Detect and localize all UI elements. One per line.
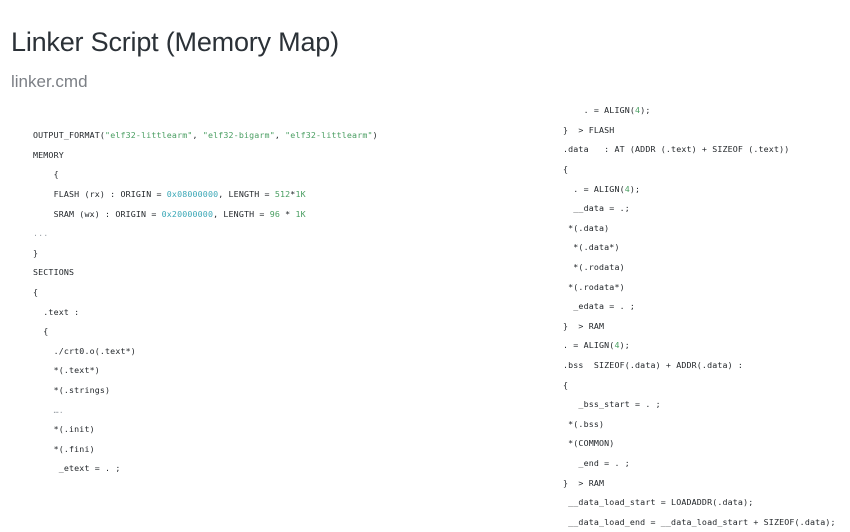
code-line: *(.data*)	[563, 242, 620, 253]
code-line: *(.fini)	[33, 443, 95, 454]
code-line: *(.text*)	[33, 365, 100, 376]
code-line: {	[33, 169, 59, 180]
code-line: *(.init)	[33, 424, 95, 435]
code-line: . = ALIGN(4);	[563, 183, 641, 194]
linker-script-left-column: OUTPUT_FORMAT("elf32-littlearm", "elf32-…	[33, 126, 378, 479]
code-line: .text :	[33, 306, 80, 317]
code-line: {	[563, 379, 569, 390]
code-line: SRAM (wx) : ORIGIN = 0x20000000, LENGTH …	[33, 208, 306, 219]
code-line: ./crt0.o(.text*)	[33, 345, 136, 356]
code-line: _end = . ;	[563, 457, 630, 468]
code-line: {	[33, 326, 49, 337]
linker-script-right-column: . = ALIGN(4); } > FLASH .data : AT (ADDR (…	[563, 101, 836, 532]
code-line: _edata = . ;	[563, 301, 636, 312]
code-line: MEMORY	[33, 149, 64, 160]
code-line: *(.rodata)	[563, 262, 625, 273]
code-line: __data_load_start = LOADADDR(.data);	[563, 497, 754, 508]
code-line: FLASH (rx) : ORIGIN = 0x08000000, LENGTH…	[33, 189, 306, 200]
code-line: . = ALIGN(4);	[563, 105, 651, 116]
code-line: OUTPUT_FORMAT("elf32-littlearm", "elf32-…	[33, 130, 378, 141]
code-line: *(COMMON)	[563, 438, 615, 449]
code-line: __data = .;	[563, 203, 630, 214]
code-line: {	[563, 164, 569, 175]
code-line: __data_load_end = __data_load_start + SI…	[563, 516, 836, 527]
code-line: *(.strings)	[33, 385, 111, 396]
code-line: {	[33, 287, 39, 298]
code-line: ...	[33, 228, 49, 239]
code-line: . = ALIGN(4);	[563, 340, 630, 351]
code-line: } > RAM	[563, 320, 605, 331]
slide-root: Linker Script (Memory Map) linker.cmd OU…	[11, 27, 836, 527]
code-line: _bss_start = . ;	[563, 399, 661, 410]
code-line: ….	[53, 404, 64, 415]
code-line: .data : AT (ADDR (.text) + SIZEOF (.text…	[563, 144, 790, 155]
code-line: *(.data)	[563, 222, 610, 233]
code-line: } > RAM	[563, 477, 605, 488]
page-title: Linker Script (Memory Map)	[11, 27, 339, 58]
code-line: .bss SIZEOF(.data) + ADDR(.data) :	[563, 360, 744, 371]
file-name-subtitle: linker.cmd	[11, 72, 88, 91]
code-line: } > FLASH	[563, 124, 615, 135]
code-line: *(.rodata*)	[563, 281, 625, 292]
code-line: _etext = . ;	[33, 463, 121, 474]
code-line: }	[33, 247, 39, 258]
code-line: *(.bss)	[563, 418, 605, 429]
code-line: SECTIONS	[33, 267, 75, 278]
